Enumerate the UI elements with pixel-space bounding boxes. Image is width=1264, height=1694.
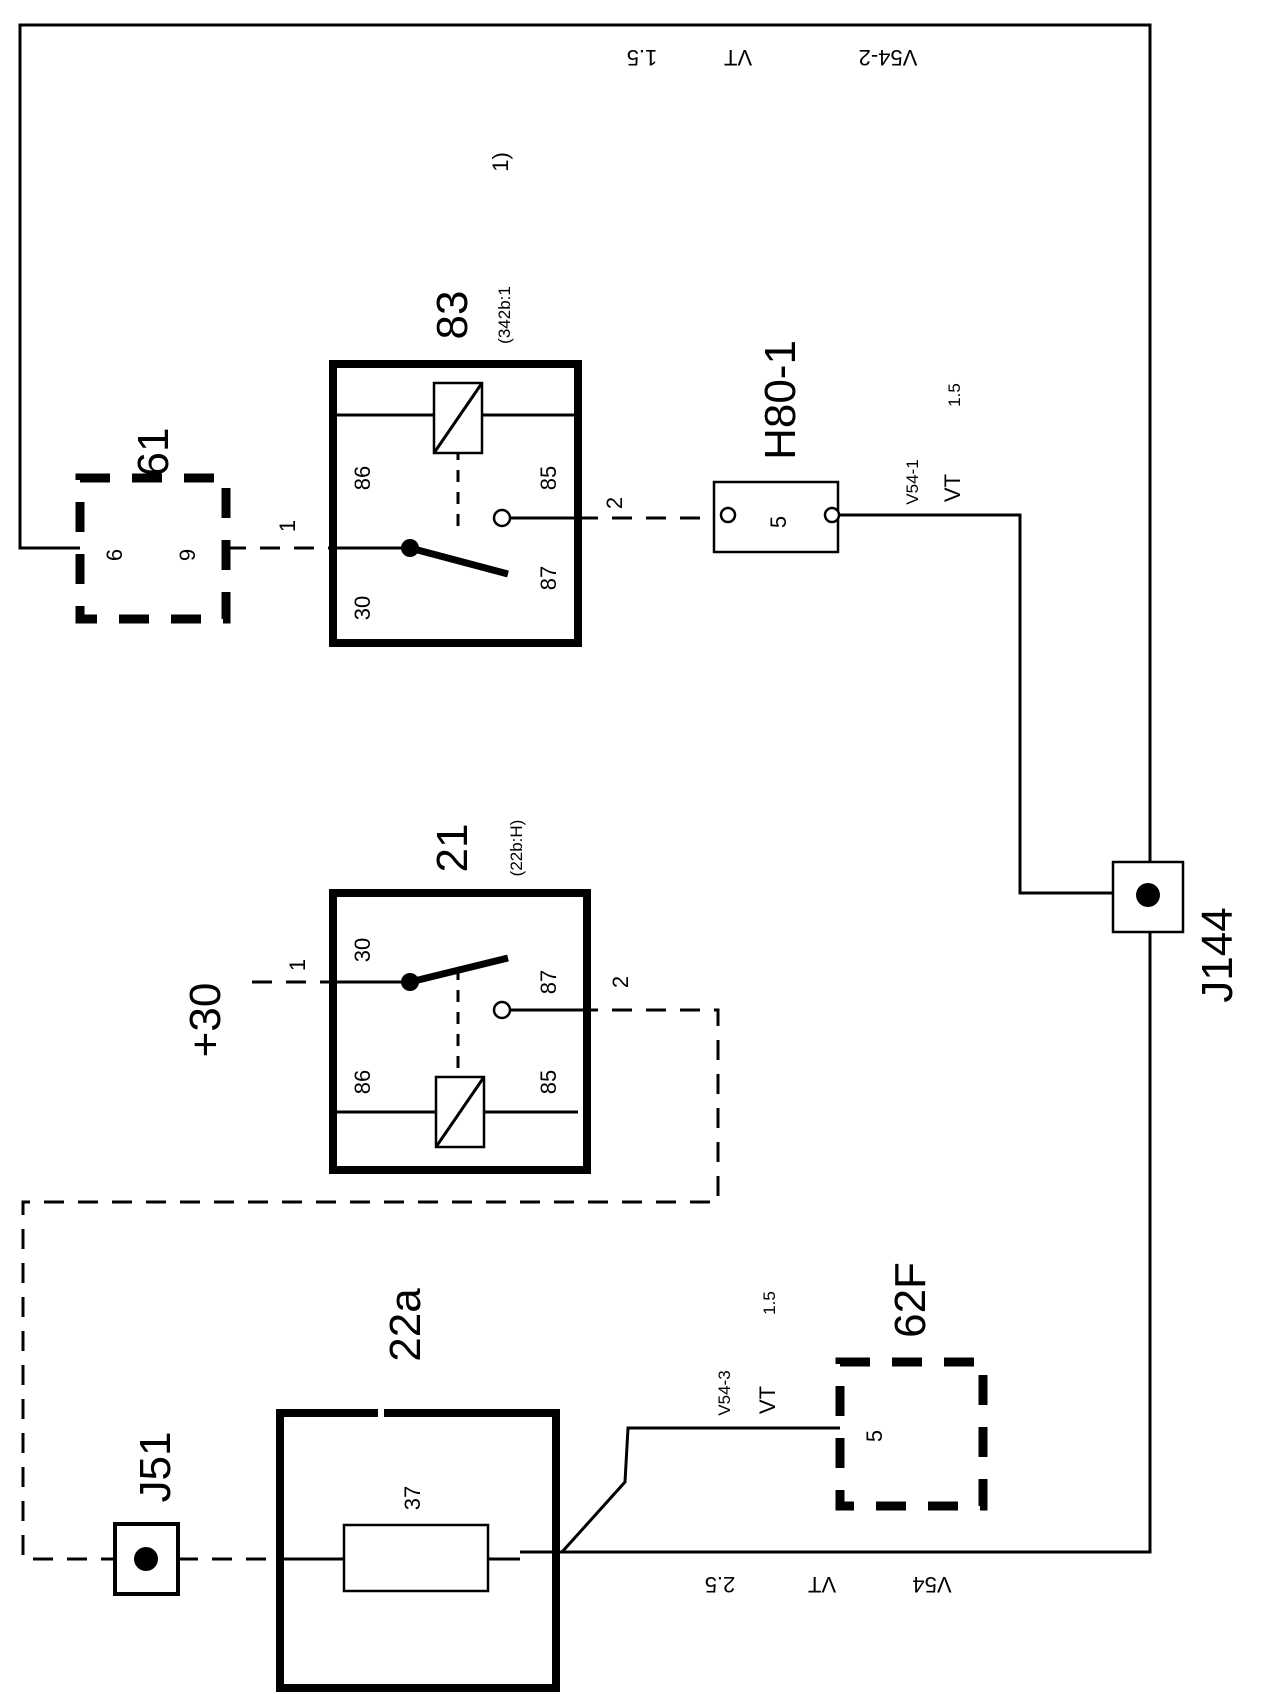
relay-21-coil-slash	[434, 1076, 486, 1148]
connector-h80-1-label: H80-1	[756, 340, 805, 460]
supply-plus30-label: +30	[181, 983, 230, 1058]
splice-j51[interactable]: J51	[113, 1432, 180, 1596]
connector-62f[interactable]: 62F 5	[835, 1262, 988, 1511]
relay-83-wire2: 2	[602, 497, 627, 509]
relay-83-pin86: 86	[350, 466, 375, 490]
relay-21-pin86: 86	[350, 1070, 375, 1094]
wire-top-size: 1.5	[627, 45, 658, 70]
relay-21-wire1: 1	[285, 959, 310, 971]
relay-83-pin87: 87	[536, 566, 561, 590]
relay-21-box	[329, 889, 591, 1174]
splice-j51-box	[113, 1522, 180, 1596]
wire-bottom-size: 2.5	[705, 1572, 736, 1597]
wire-f62-id: V54-3	[715, 1370, 734, 1415]
relay-21-pin85: 85	[536, 1070, 561, 1094]
relay-21-contact-arm	[409, 954, 509, 986]
wire-bottom-id: V54	[912, 1572, 951, 1597]
relay-83-pin85: 85	[536, 466, 561, 490]
connector-61-pin6: 6	[102, 549, 127, 561]
wire-top-color: VT	[724, 45, 752, 70]
relay-83-coil-slash	[432, 382, 484, 454]
connector-61-pin9: 9	[175, 549, 200, 561]
splice-j51-dot	[134, 1547, 158, 1571]
wire-v54[interactable]	[520, 899, 1152, 1554]
connector-h80-1-right-terminal	[823, 506, 841, 524]
relay-83-wire1: 1	[275, 520, 300, 532]
fuse-37-label: 37	[400, 1486, 425, 1510]
relay-21-ref: (22b:H)	[507, 820, 526, 877]
relay-83-ref: (342b:1	[495, 286, 514, 344]
fusebox-22a-label: 22a	[381, 1288, 430, 1362]
relay-83-pin87-terminal	[492, 508, 512, 528]
connector-61[interactable]: 61 6 9	[75, 428, 231, 624]
connector-61-label: 61	[129, 428, 178, 477]
relay-83[interactable]: 83 (342b:1 86 85 30 87 1 2	[275, 286, 627, 647]
splice-j51-label: J51	[131, 1432, 180, 1503]
splice-j144-dot	[1136, 883, 1160, 907]
relay-83-contact-arm	[409, 544, 509, 578]
relay-21-label: 21	[428, 824, 477, 873]
wire-f62-color: VT	[755, 1386, 780, 1414]
fuse-37	[342, 1523, 490, 1593]
solid-wires	[18, 23, 1152, 1561]
fusebox-22a[interactable]: 22a 37	[276, 1288, 560, 1692]
relay-21[interactable]: 21 (22b:H) 30 87 86 85 1 2	[285, 820, 633, 1174]
wire-v54-2[interactable]	[18, 23, 1152, 888]
relay-21-pin87-terminal	[492, 1000, 512, 1020]
splice-j144[interactable]: J144	[1111, 860, 1242, 1003]
connector-62f-pin: 5	[862, 1430, 887, 1442]
connector-62f-box	[835, 1357, 988, 1511]
wire-h80-color: VT	[940, 474, 965, 502]
dashed-wires	[21, 448, 720, 1561]
wire-labels: 1.5 VT V54-2 V54-1 VT 1.5 2.5 VT V54 V54…	[627, 45, 965, 1597]
connector-h80-1-pin: 5	[766, 516, 791, 528]
wire-f62-size: 1.5	[760, 1291, 779, 1315]
relay-21-pin30: 30	[350, 938, 375, 962]
splice-j144-label: J144	[1193, 907, 1242, 1002]
wire-21-to-j51[interactable]	[21, 1008, 720, 1561]
relay-83-label: 83	[428, 291, 477, 340]
wire-h80-id: V54-1	[903, 459, 922, 504]
connector-h80-1[interactable]: H80-1 5	[712, 340, 841, 554]
connector-61-box	[75, 473, 231, 624]
relay-21-wire2: 2	[608, 976, 633, 988]
connector-h80-1-left-terminal	[719, 506, 737, 524]
wire-v54-1[interactable]	[838, 513, 1128, 895]
connector-62f-label: 62F	[886, 1262, 935, 1338]
wire-bottom-color: VT	[808, 1572, 836, 1597]
relay-83-pin30: 30	[350, 596, 375, 620]
wire-v54-3[interactable]	[560, 1426, 840, 1554]
relay-21-pin87: 87	[536, 970, 561, 994]
wire-top-id: V54-2	[859, 45, 918, 70]
relay-83-box	[329, 360, 582, 647]
footnote-marker: 1)	[488, 152, 513, 172]
wire-h80-size: 1.5	[945, 383, 964, 407]
